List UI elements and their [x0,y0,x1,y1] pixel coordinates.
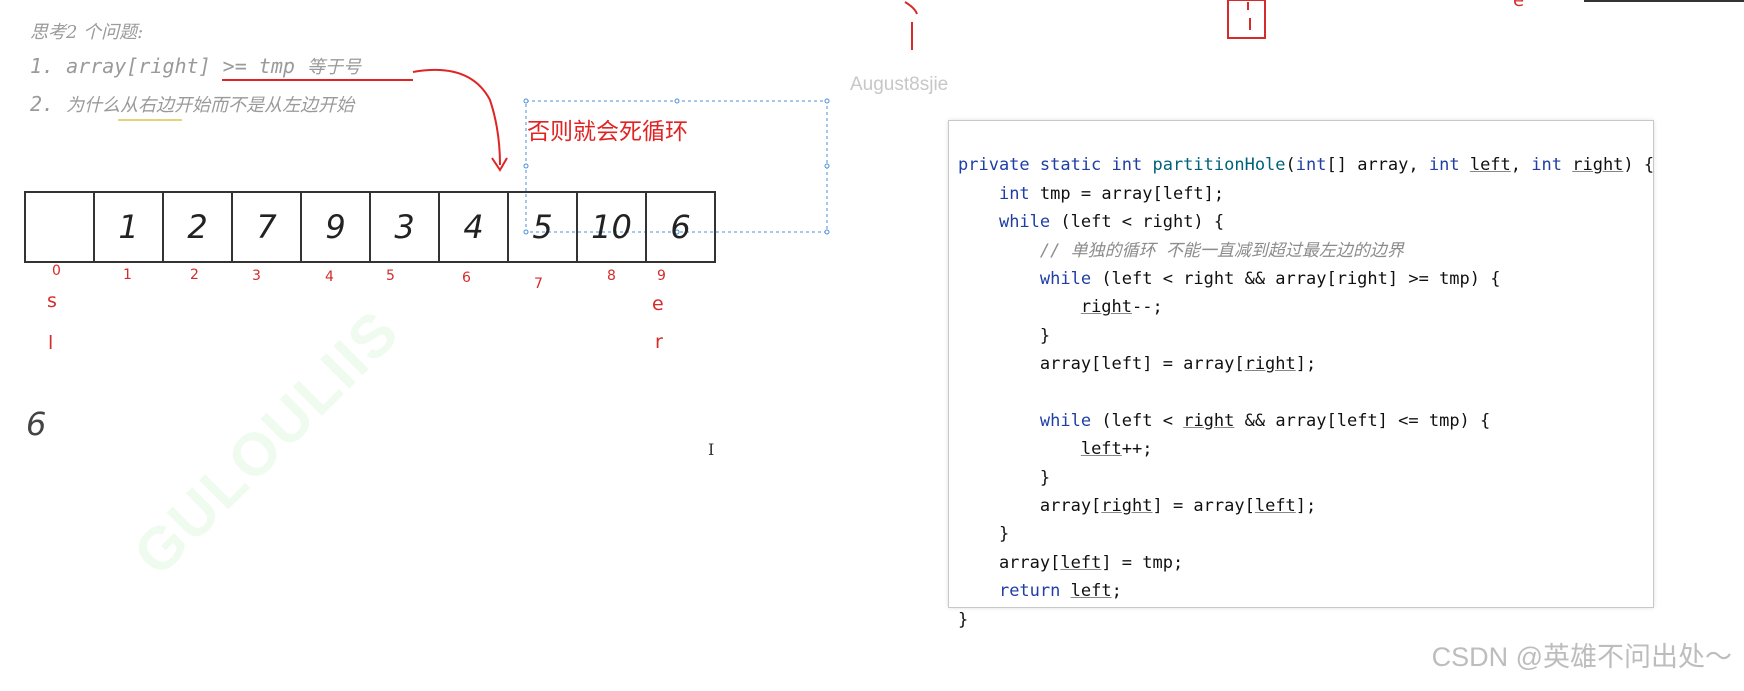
array-index: 7 [534,276,543,292]
code-comment: // 单独的循环 不能一直减到超过最左边的边界 [958,240,1404,261]
array-cell [26,193,95,261]
code-line: private static int partitionHole(int[] a… [958,155,1655,176]
code-line: return left; [998,581,1122,602]
array-index: 4 [325,269,334,285]
infinite-loop-warning: 否则就会死循环 [527,119,688,145]
top-e-mark: e [1513,0,1525,11]
array-index: 6 [462,270,471,286]
question-1: 1. array[right] >= tmp 等于号 [30,53,361,79]
code-line: } [958,467,1051,488]
pointer-e: e [652,293,664,315]
code-line: } [958,524,1010,545]
array-index: 8 [607,268,616,284]
array-cell: 5 [509,193,578,261]
question-2: 2. 为什么从右边开始而不是从左边开始 [30,91,354,117]
pointer-s: s [47,290,57,312]
code-line: left++; [1080,439,1153,460]
code-line: while (left < right) { [998,212,1225,233]
array-index: 1 [123,267,132,283]
code-line: right--; [1080,297,1163,318]
array-cell: 1 [95,193,164,261]
csdn-watermark: CSDN @英雄不问出处～ [1431,642,1732,672]
array-index: 0 [52,263,61,279]
question-2-text: 为什么从右边开始而不是从左边开始 [66,95,355,116]
code-line: array[right] = array[left]; [958,496,1317,517]
array-cell: 3 [371,193,440,261]
code-line: } [958,609,969,630]
pointer-l: l [48,332,54,354]
array-diagram: 1 2 7 9 3 4 5 10 6 [24,191,716,263]
code-line: } [958,325,1051,346]
question-1-code: array[right] >= tmp [66,54,295,78]
tmp-value: 6 [26,405,47,443]
array-cell: 2 [164,193,233,261]
code-line: int tmp = array[left]; [998,183,1225,204]
array-index: 9 [657,268,666,284]
array-cell: 10 [578,193,647,261]
question-1-note: 等于号 [306,57,361,78]
author-watermark: August8sjie [850,74,949,95]
code-block: private static int partitionHole(int[] a… [949,121,1655,691]
pointer-r: r [655,331,663,353]
code-line: while (left < right && array[right] >= t… [1039,268,1501,289]
text-cursor-icon: I [708,440,715,459]
code-snippet-panel: private static int partitionHole(int[] a… [948,120,1654,630]
array-index: 2 [190,267,199,283]
array-cell: 4 [440,193,509,261]
code-line: while (left < right && array[left] <= tm… [1039,410,1491,431]
array-cell: 9 [302,193,371,261]
array-cell: 6 [670,208,691,246]
array-index: 3 [252,268,261,284]
code-line: array[left] = tmp; [958,552,1184,573]
code-line: array[left] = array[right]; [958,354,1317,375]
notes-title: 思考2 个问题: [30,22,144,43]
code-line [958,379,1653,407]
question-1-number: 1. [30,54,55,78]
array-cell: 7 [233,193,302,261]
array-index: 5 [386,268,395,284]
question-2-number: 2. [30,92,55,116]
